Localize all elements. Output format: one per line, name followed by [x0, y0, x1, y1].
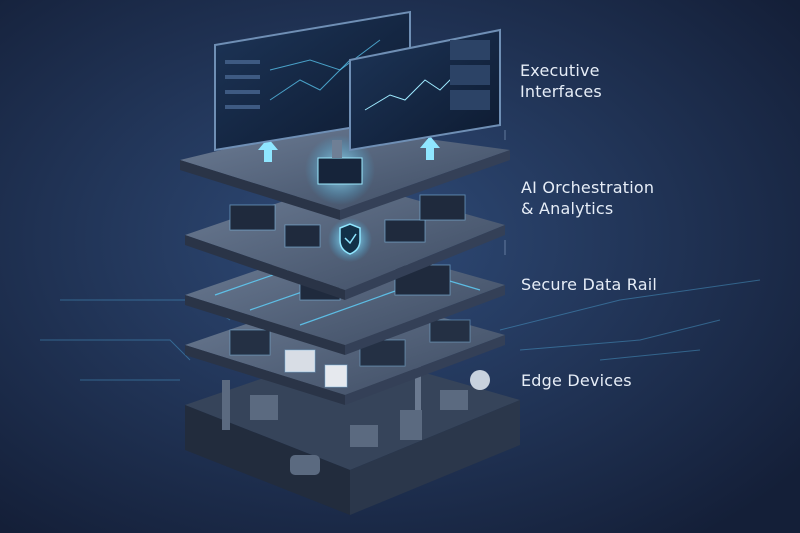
ai-chip	[317, 157, 363, 185]
arrow-up-icon	[258, 138, 278, 162]
circuit-traces	[40, 279, 761, 381]
label-executive-interfaces: Executive Interfaces	[520, 60, 602, 102]
label-ai-orchestration: AI Orchestration & Analytics	[521, 177, 654, 219]
dashboard-monitor-right	[332, 28, 501, 158]
arrow-up-icon	[420, 136, 440, 160]
label-line: Executive	[520, 61, 600, 80]
label-line: AI Orchestration	[521, 178, 655, 197]
label-line: Secure Data Rail	[521, 275, 658, 294]
shield-icon	[328, 218, 372, 262]
label-line: & Analytics	[521, 199, 614, 218]
label-line: Edge Devices	[521, 371, 632, 390]
plate-ai-orchestration	[185, 180, 505, 300]
label-line: Interfaces	[520, 82, 602, 101]
label-edge-devices: Edge Devices	[521, 370, 632, 391]
label-secure-data-rail: Secure Data Rail	[521, 274, 657, 295]
plate-executive	[180, 125, 510, 220]
